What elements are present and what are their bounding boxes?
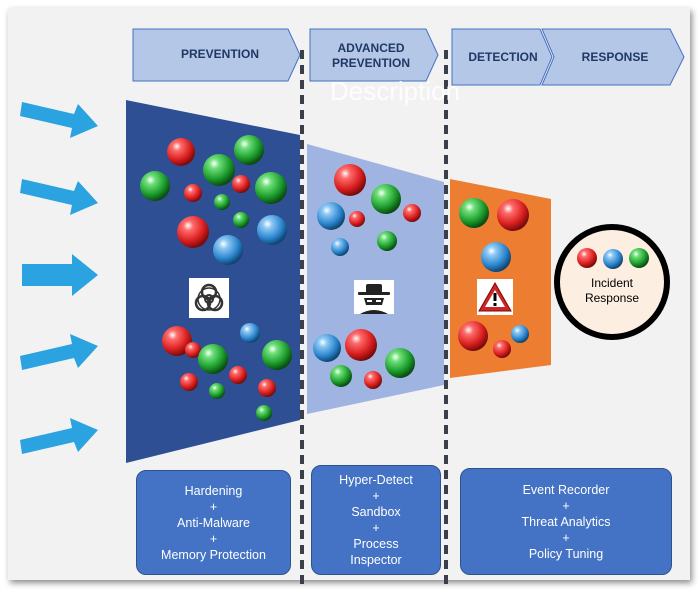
green-threat-ball [459, 198, 489, 228]
incident-label-line: Response [584, 291, 640, 305]
incident-response-label: Incident Response [562, 276, 662, 306]
green-threat-ball [214, 194, 230, 210]
red-threat-ball [229, 366, 247, 384]
detection-response-capabilities-box: Event Recorder + Threat Analytics + Poli… [460, 468, 672, 575]
phase-label-prevention: PREVENTION [180, 46, 259, 61]
red-threat-ball [258, 379, 276, 397]
incoming-threat-arrows [20, 102, 98, 454]
red-threat-ball [177, 216, 209, 248]
incident-label-line: Incident [590, 276, 634, 290]
green-threat-ball [198, 344, 228, 374]
capability-line: Process [353, 537, 399, 551]
prevention-capabilities-box: Hardening + Anti-Malware + Memory Protec… [136, 470, 291, 575]
capability-line: Anti-Malware [177, 515, 250, 530]
hacker-icon [354, 280, 394, 314]
blue-threat-ball [481, 242, 511, 272]
green-threat-ball [385, 348, 415, 378]
arrow-icon [20, 102, 98, 138]
capability-line: + [562, 498, 570, 513]
red-threat-ball [403, 204, 421, 222]
capability-line: + [209, 499, 218, 514]
red-threat-ball [349, 211, 365, 227]
advanced-prevention-capabilities-box: Hyper-Detect + Sandbox + Process Inspect… [311, 465, 441, 575]
capability-line: Sandbox [351, 505, 401, 519]
green-threat-ball [330, 365, 352, 387]
phase-label-line: ADVANCED [337, 41, 405, 55]
arrow-icon [20, 418, 98, 454]
red-threat-ball [162, 326, 192, 356]
blue-threat-ball [257, 215, 287, 245]
phase-chevron-advanced-prevention [309, 28, 439, 82]
blue-threat-ball [511, 325, 529, 343]
capability-line: Event Recorder [522, 482, 610, 497]
threat-cluster-advanced-prevention [313, 164, 421, 389]
green-threat-ball [203, 154, 235, 186]
threat-cluster-prevention-bottom [162, 323, 292, 421]
green-threat-ball [262, 340, 292, 370]
blue-threat-ball [603, 249, 623, 269]
red-threat-ball [345, 329, 377, 361]
capability-line: Hardening [184, 483, 243, 498]
red-threat-ball [167, 138, 195, 166]
green-threat-ball [234, 135, 264, 165]
red-threat-ball [497, 199, 529, 231]
green-threat-ball [256, 405, 272, 421]
phase-label-detection: DETECTION [468, 49, 538, 64]
red-threat-ball [334, 164, 366, 196]
phase-chevron-prevention [132, 28, 301, 82]
threat-cluster-detection [458, 198, 529, 358]
green-threat-ball [629, 248, 649, 268]
capability-line: Inspector [350, 553, 402, 567]
blue-threat-ball [213, 235, 243, 265]
red-threat-ball [185, 342, 201, 358]
biohazard-icon [189, 278, 229, 318]
green-threat-ball [209, 383, 225, 399]
phase-label-response: RESPONSE [581, 49, 649, 64]
green-threat-ball [233, 212, 249, 228]
phase-chevron-response [541, 28, 685, 86]
green-threat-ball [255, 172, 287, 204]
green-threat-ball [377, 231, 397, 251]
capability-line: Policy Tuning [528, 546, 604, 561]
threat-cluster-prevention-top [140, 135, 287, 265]
red-threat-ball [180, 373, 198, 391]
capability-line: Threat Analytics [521, 514, 611, 529]
phase-label-line: PREVENTION [331, 56, 410, 70]
capability-line: + [209, 531, 218, 546]
blue-threat-ball [317, 202, 345, 230]
red-threat-ball [184, 184, 202, 202]
red-threat-ball [232, 175, 250, 193]
capability-line: + [372, 489, 380, 503]
arrow-icon [20, 334, 98, 370]
blue-threat-ball [240, 323, 260, 343]
arrow-icon [20, 179, 98, 215]
description-watermark: Description [330, 76, 461, 106]
blue-threat-ball [313, 334, 341, 362]
green-threat-ball [371, 184, 401, 214]
red-threat-ball [364, 371, 382, 389]
capability-line: + [372, 521, 380, 535]
phase-label-advanced-prevention: ADVANCED PREVENTION [314, 38, 428, 74]
arrow-icon [22, 254, 98, 296]
capability-line: + [562, 530, 570, 545]
phase-chevron-detection [451, 28, 553, 86]
red-threat-ball [577, 248, 597, 268]
green-threat-ball [140, 171, 170, 201]
capability-line: Hyper-Detect [339, 473, 413, 487]
blue-threat-ball [331, 238, 349, 256]
warning-icon [477, 279, 513, 315]
red-threat-ball [493, 340, 511, 358]
red-threat-ball [458, 321, 488, 351]
capability-line: Memory Protection [161, 547, 266, 562]
